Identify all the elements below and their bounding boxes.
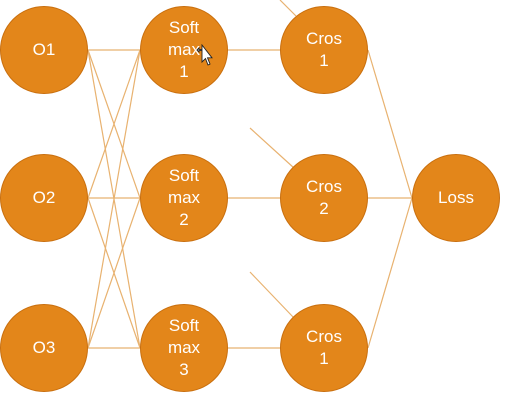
edge-o3-softmax1 — [87, 49, 141, 349]
node-cros3: Cros 1 — [280, 304, 368, 392]
node-softmax3: Soft max 3 — [140, 304, 228, 392]
node-o2: O2 — [0, 154, 88, 242]
edge-cros1-loss — [367, 49, 413, 199]
edge-label-cros3 — [249, 271, 295, 319]
node-cros2: Cros 2 — [280, 154, 368, 242]
edge-cros3-loss — [367, 197, 413, 349]
node-softmax2: Soft max 2 — [140, 154, 228, 242]
node-o1: O1 — [0, 6, 88, 94]
arrow-move-cursor-icon — [196, 43, 214, 75]
edge-label-cros2 — [249, 127, 295, 169]
edge-o2-softmax1 — [87, 49, 141, 199]
node-o3: O3 — [0, 304, 88, 392]
node-loss: Loss — [412, 154, 500, 242]
node-softmax1: Soft max 1 — [140, 6, 228, 94]
node-cros1: Cros 1 — [280, 6, 368, 94]
edge-o3-softmax2 — [87, 197, 141, 349]
edge-label-cros1 — [279, 0, 297, 17]
